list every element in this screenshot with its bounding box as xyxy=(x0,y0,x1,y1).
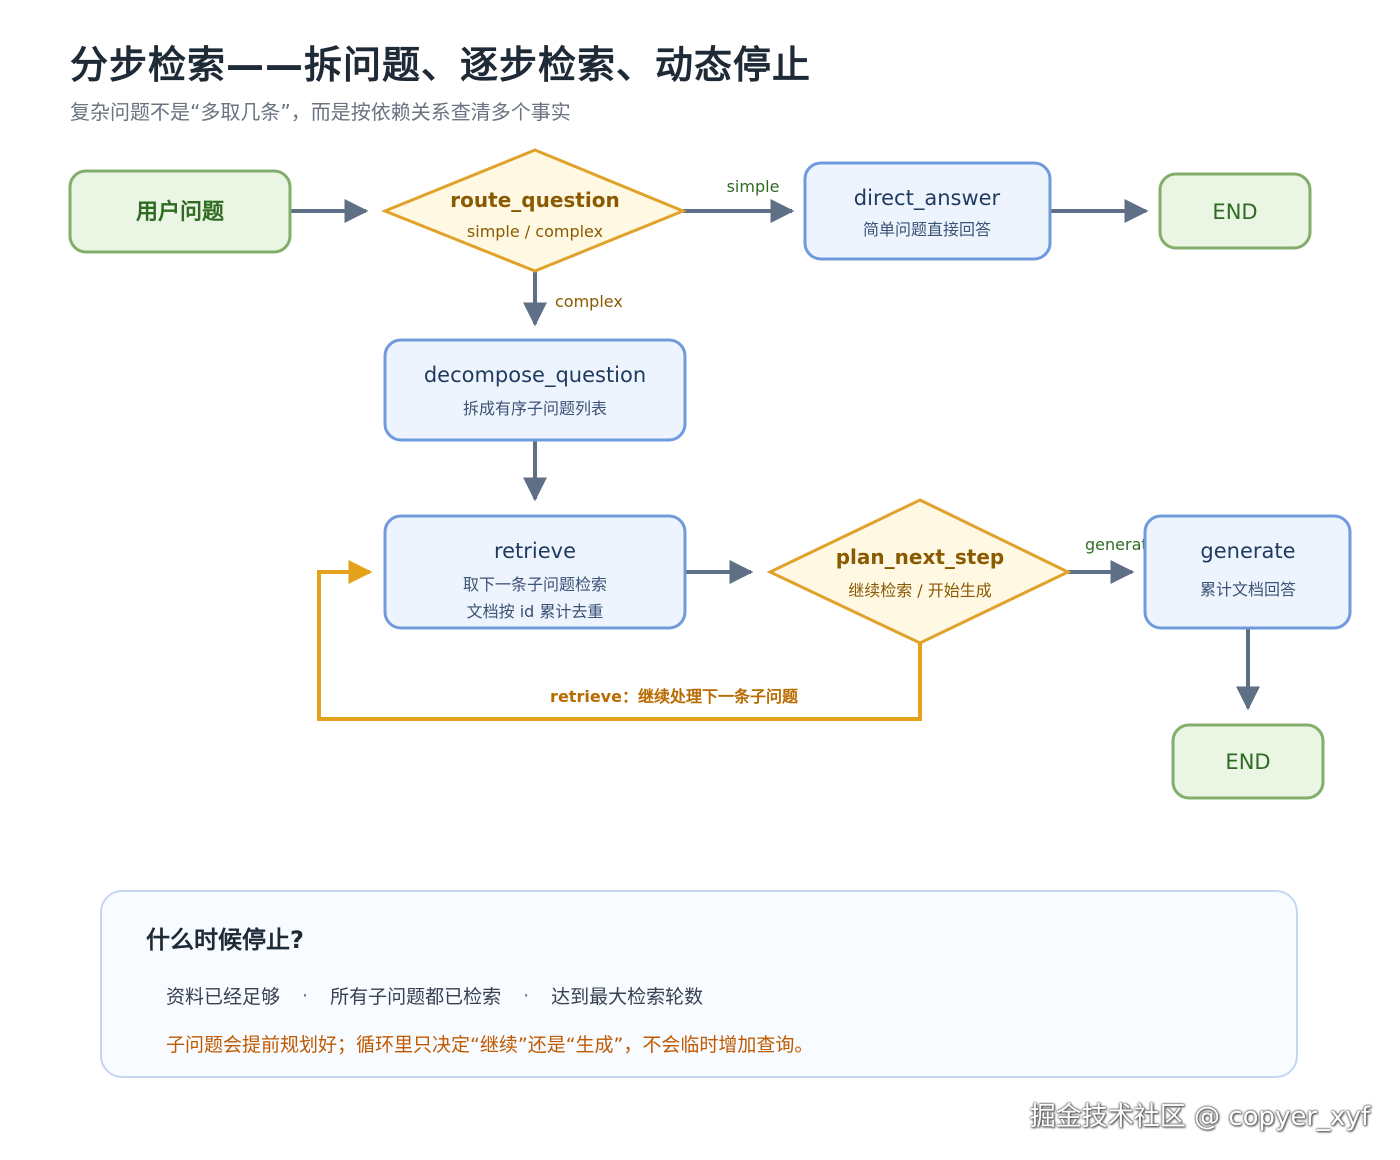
page-title: 分步检索——拆问题、逐步检索、动态停止 xyxy=(70,43,812,87)
watermark: 掘金技术社区 @ copyer_xyf xyxy=(1029,1102,1370,1132)
node-plan-next-step: plan_next_step 继续检索 / 开始生成 xyxy=(766,498,1072,645)
node-plan-next-step-label: plan_next_step xyxy=(836,545,1005,569)
node-decompose-question-label: decompose_question xyxy=(424,363,646,388)
node-end-top-label: END xyxy=(1212,200,1257,224)
edge-label-generate: generate xyxy=(1085,535,1157,554)
flow-diagram: simple complex generate retrieve：继续处理下一条… xyxy=(68,148,1352,800)
condition-separator: · xyxy=(302,984,309,1007)
page-subtitle: 复杂问题不是“多取几条”，而是按依赖关系查清多个事实 xyxy=(70,100,571,124)
condition-item: 所有子问题都已检索 xyxy=(330,986,502,1008)
note-warning: 子问题会提前规划好；循环里只决定“继续”还是“生成”，不会临时增加查询。 xyxy=(166,1034,814,1056)
node-end-top: END xyxy=(1158,172,1312,250)
node-retrieve-label: retrieve xyxy=(494,539,576,563)
node-end-bottom: END xyxy=(1171,723,1325,800)
node-direct-answer-desc: 简单问题直接回答 xyxy=(863,220,991,239)
node-generate-desc: 累计文档回答 xyxy=(1200,580,1296,599)
edge-label-simple: simple xyxy=(727,177,780,196)
note-conditions: 资料已经足够 · 所有子问题都已检索 · 达到最大检索轮数 xyxy=(166,982,703,1009)
node-route-question-label: route_question xyxy=(450,188,619,212)
node-decompose-question-desc: 拆成有序子问题列表 xyxy=(463,399,607,418)
node-route-question: route_question simple / complex xyxy=(380,148,687,273)
node-generate: generate 累计文档回答 xyxy=(1143,514,1352,630)
node-retrieve-desc-line2: 文档按 id 累计去重 xyxy=(467,602,604,621)
edge-label-loop: retrieve：继续处理下一条子问题 xyxy=(550,687,799,706)
node-retrieve: retrieve 取下一条子问题检索 文档按 id 累计去重 xyxy=(383,514,687,630)
node-end-bottom-label: END xyxy=(1225,750,1270,774)
node-user-question-label: 用户问题 xyxy=(136,199,225,225)
stop-conditions-note: 什么时候停止? 资料已经足够 · 所有子问题都已检索 · 达到最大检索轮数 子问… xyxy=(100,890,1298,1078)
node-direct-answer: direct_answer 简单问题直接回答 xyxy=(803,161,1052,261)
condition-separator: · xyxy=(523,984,530,1007)
node-decompose-question: decompose_question 拆成有序子问题列表 xyxy=(383,338,687,442)
node-retrieve-desc-line1: 取下一条子问题检索 xyxy=(463,575,607,594)
edge-loop-plan-to-retrieve xyxy=(317,560,922,721)
condition-item: 达到最大检索轮数 xyxy=(551,986,704,1008)
node-direct-answer-label: direct_answer xyxy=(854,186,1001,211)
node-route-question-desc: simple / complex xyxy=(467,222,603,241)
note-title: 什么时候停止? xyxy=(146,926,304,954)
node-plan-next-step-desc: 继续检索 / 开始生成 xyxy=(848,581,992,600)
edge-label-complex: complex xyxy=(555,292,623,311)
node-generate-label: generate xyxy=(1200,539,1295,563)
node-user-question: 用户问题 xyxy=(68,169,292,254)
condition-item: 资料已经足够 xyxy=(166,986,281,1008)
